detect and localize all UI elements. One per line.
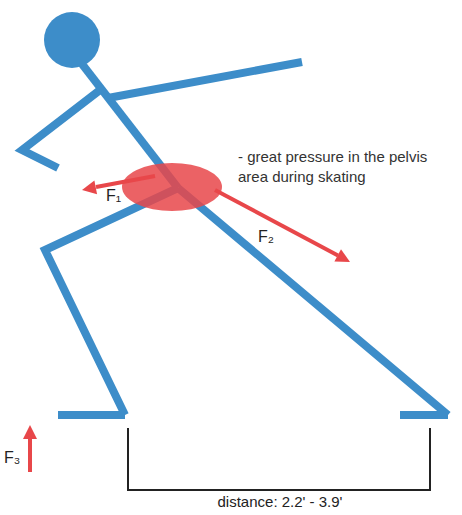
force-arrows (23, 176, 350, 472)
force-label: F₂ (258, 228, 274, 246)
right-leg (178, 188, 448, 415)
arrow-head (23, 425, 37, 439)
arrow-head (334, 249, 350, 262)
arrow-head (82, 181, 97, 195)
dimension-label: distance: 2.2' - 3.9' (150, 493, 410, 510)
left-leg (45, 188, 178, 415)
pelvis-pressure-zone (122, 163, 222, 211)
force-label: F₃ (4, 449, 20, 467)
right-skate (400, 411, 448, 419)
distance-bracket (128, 428, 430, 490)
force-label: F₁ (106, 187, 121, 205)
stick-figure (22, 62, 448, 415)
head (44, 12, 100, 68)
force-arrow (28, 439, 32, 472)
force-arrow (215, 190, 338, 256)
right-arm (108, 62, 302, 98)
force-arrow (96, 176, 155, 187)
left-skate (58, 411, 125, 419)
left-arm (22, 90, 100, 168)
note-text: - great pressure in the pelvis area duri… (238, 147, 438, 187)
